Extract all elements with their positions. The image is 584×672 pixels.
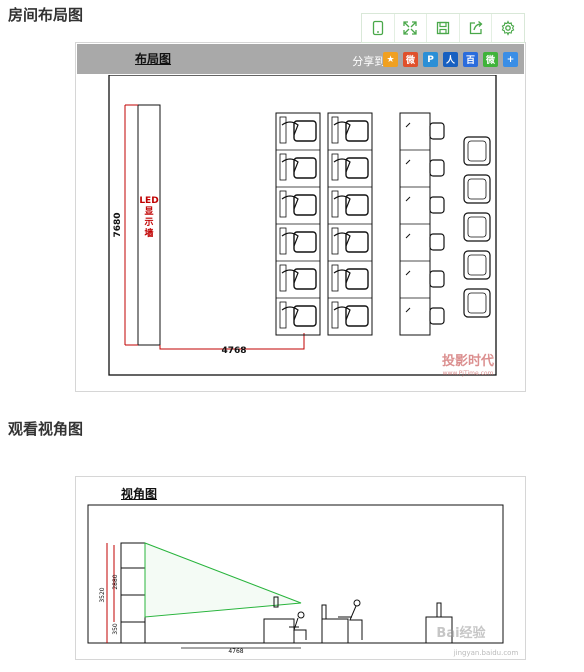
operator-chair [345,120,369,142]
operator-chair [429,196,445,214]
watermark-text: 投影时代 [442,353,494,369]
share-label: 分享到: [352,55,389,68]
section-heading-viewing-angle: 观看视角图 [8,420,84,438]
width-dimension-label: 4768 [221,346,246,356]
baidu-icon[interactable]: 百 [463,52,478,67]
operator-chair [429,122,445,140]
view-watermark-text: Bai经验 [436,625,486,641]
width-dimension-line [159,333,305,350]
operator-chair [429,233,445,251]
svg-text:3520: 3520 [99,587,106,602]
weibo-icon[interactable]: 微 [403,52,418,67]
room-outline [108,75,497,376]
save-icon[interactable] [427,14,460,42]
more-icon[interactable]: + [503,52,518,67]
operators [263,596,453,644]
operator-chair [345,157,369,179]
operator-chair [293,231,317,253]
side-room-outline [87,504,504,644]
layout-title: 布局图 [135,52,172,66]
expand-icon[interactable] [395,14,428,42]
operator-chair [293,305,317,327]
view-title: 视角图 [121,487,158,501]
operator-chair [293,194,317,216]
sofa-seat [463,212,491,242]
operator-chair [345,231,369,253]
view-watermark-url: jingyan.baidu.com [453,649,519,657]
watermark-url: www.PjTime.com [443,370,494,377]
tablet-icon[interactable] [362,14,395,42]
operator-chair [345,305,369,327]
operator-chair [345,194,369,216]
operator-chair [429,307,445,325]
image-toolbar [361,13,525,43]
sofa-seat [463,136,491,166]
sofa-seat [463,174,491,204]
side-screen [120,542,146,644]
height-dimension-label: 7680 [113,212,123,237]
svg-text:350: 350 [112,623,119,635]
qzone-icon[interactable]: ★ [383,52,398,67]
share-icon[interactable] [460,14,493,42]
viewing-angle-image[interactable]: 视角图 3520 2880 350 4768 [75,476,526,660]
operator-chair [293,268,317,290]
tqq-icon[interactable]: P [423,52,438,67]
view-distance-label: 4768 [228,648,243,655]
viewing-angle-drawing: 3520 2880 350 4768 Bai经验 jingyan.baidu.c… [87,504,519,657]
section-heading-room-layout: 房间布局图 [8,6,84,24]
sofa-seat [463,288,491,318]
sofa-seat [463,250,491,280]
operator-chair [293,157,317,179]
wechat-icon[interactable]: 微 [483,52,498,67]
operator-chair [293,120,317,142]
renren-icon[interactable]: 人 [443,52,458,67]
gear-icon[interactable] [492,14,524,42]
led-wall [137,104,161,346]
sight-lines [144,542,302,618]
svg-text:2880: 2880 [112,574,119,589]
operator-chair [429,270,445,288]
operator-chair [345,268,369,290]
operator-chair [429,159,445,177]
